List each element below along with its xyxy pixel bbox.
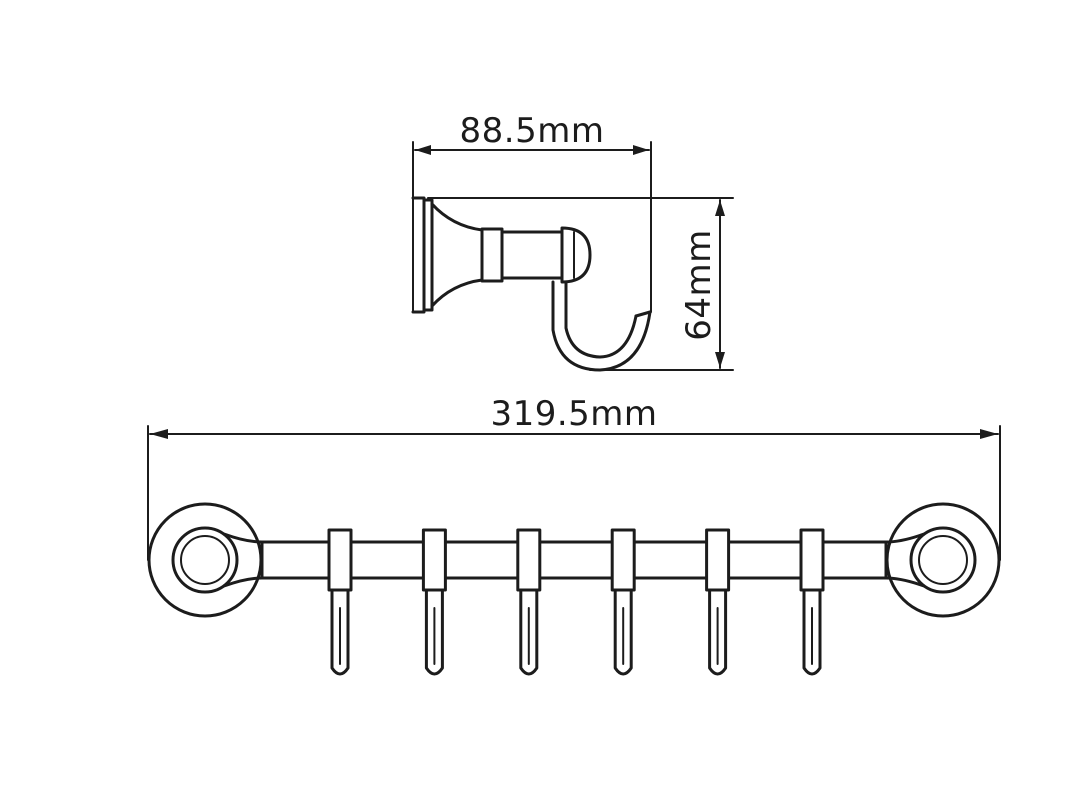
front-view: 319.5mm bbox=[147, 394, 1001, 676]
right-wall-mount bbox=[884, 502, 1001, 618]
hook bbox=[705, 528, 731, 676]
hook-side-profile bbox=[411, 196, 652, 372]
hook bbox=[610, 528, 636, 676]
height-dimension-label: 64mm bbox=[679, 229, 719, 341]
hook bbox=[799, 528, 825, 676]
side-view: 88.5mm 64mm bbox=[411, 111, 734, 372]
left-wall-mount bbox=[147, 502, 264, 618]
depth-dimension-label: 88.5mm bbox=[460, 111, 605, 151]
height-dimension: 64mm bbox=[427, 197, 734, 371]
hook bbox=[327, 528, 353, 676]
length-dimension: 319.5mm bbox=[147, 394, 1001, 561]
hook bbox=[516, 528, 542, 676]
hooks-group bbox=[327, 528, 825, 676]
depth-dimension: 88.5mm bbox=[412, 111, 652, 313]
hook bbox=[421, 528, 447, 676]
length-dimension-label: 319.5mm bbox=[490, 394, 657, 434]
